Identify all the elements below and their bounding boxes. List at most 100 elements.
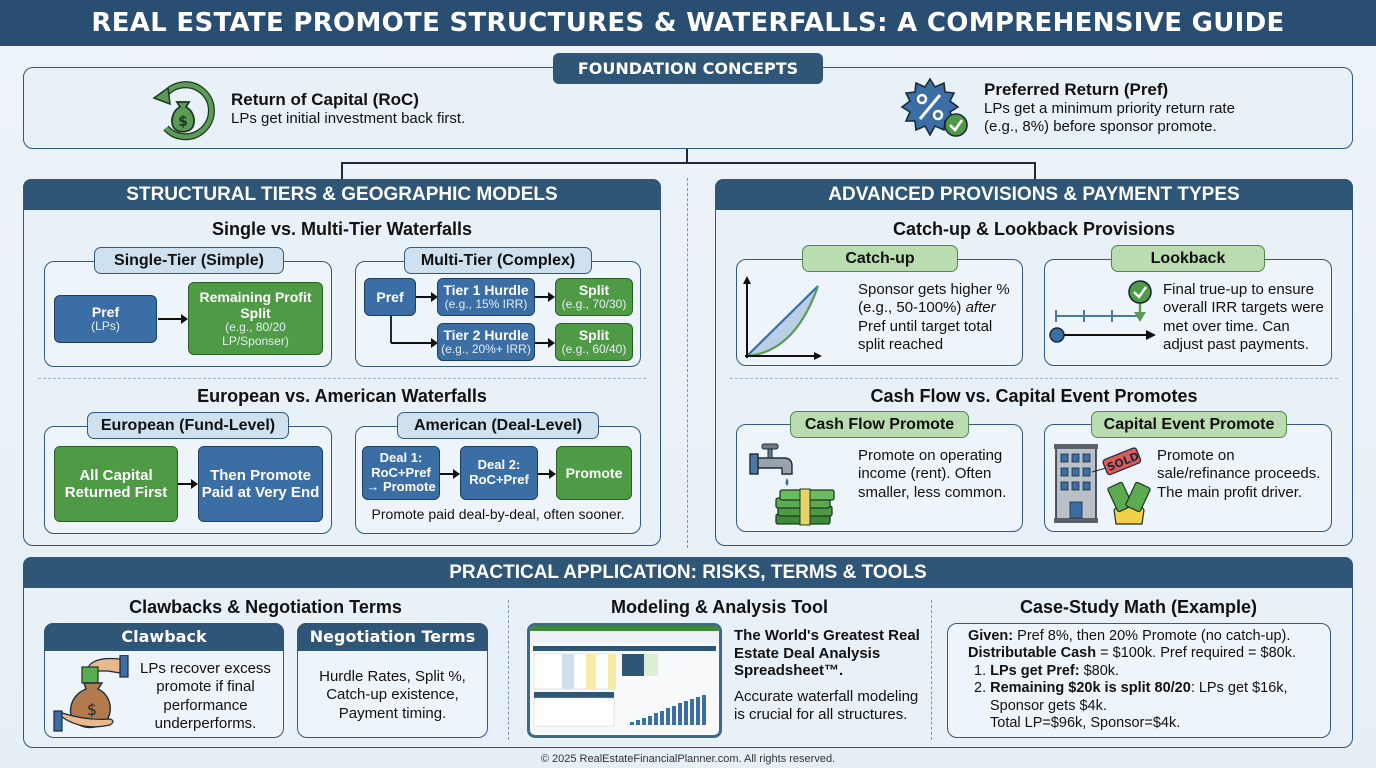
american-promote-box: Promote [556, 446, 632, 500]
pref-icon [900, 77, 972, 141]
case-study-title: Case-Study Math (Example) [1019, 597, 1258, 617]
case-step2: 2. Remaining $20k is split 80/20: LPs ge… [968, 680, 1328, 697]
case-study-body: Given: Pref 8%, then 20% Promote (no cat… [968, 628, 1328, 732]
connector-line [341, 162, 1035, 164]
clawback-label: Clawback [44, 623, 284, 651]
split2-sub: (e.g., 60/40) [561, 342, 627, 357]
tier2-hurdle-box: Tier 2 Hurdle (e.g., 20%+ IRR) [437, 323, 535, 361]
american-note: Promote paid deal-by-deal, often sooner. [371, 506, 625, 522]
faucet-cash-icon [748, 440, 838, 526]
case-study-card [947, 623, 1331, 738]
case-cash: Distributable Cash = $100k. Pref require… [968, 645, 1328, 662]
catchup-text-2: (e.g., 50-100%) after [858, 299, 1018, 317]
european-box-1-line2: Returned First [64, 484, 168, 501]
multi-pref-box: Pref [364, 278, 416, 316]
clawbacks-title: Clawbacks & Negotiation Terms [129, 597, 402, 617]
european-box-2: Then Promote Paid at Very End [198, 446, 323, 522]
capital-event-text: Promote on sale/refinance proceeds. The … [1157, 447, 1321, 501]
building-sold-icon: SOLD [1052, 440, 1152, 526]
european-box-2-line2: Paid at Very End [201, 484, 320, 501]
split1-sub: (e.g., 70/30) [561, 297, 627, 312]
catchup-curve-chart-icon [740, 274, 822, 362]
catchup-card [736, 259, 1023, 366]
case-total: Total LP=$96k, Sponsor=$4k. [990, 714, 1181, 731]
roc-title: Return of Capital (RoC) [231, 90, 419, 109]
section-divider [730, 378, 1338, 379]
tier2-title: Tier 2 Hurdle [443, 327, 529, 344]
european-box-2-line1: Then Promote [210, 466, 311, 484]
single-tier-label: Single-Tier (Simple) [94, 247, 284, 274]
deal2-line1: Deal 2: [477, 457, 521, 473]
hand-money-bag-icon: $ [52, 654, 132, 733]
svg-text:$: $ [178, 114, 188, 130]
provisions-title: Catch-up & Lookback Provisions [892, 219, 1176, 239]
modeling-title: Modeling & Analysis Tool [610, 597, 828, 617]
lookback-label: Lookback [1111, 245, 1265, 272]
arrow [538, 469, 556, 479]
multi-pref-title: Pref [376, 288, 404, 305]
page-title: REAL ESTATE PROMOTE STRUCTURES & WATERFA… [0, 0, 1376, 46]
catchup-text-4: split reached [858, 335, 944, 353]
catchup-text-2a: (e.g., 50-100%) [858, 299, 966, 317]
case-given-label: Given: [968, 628, 1014, 644]
cashflow-text: Promote on operating income (rent). Ofte… [858, 447, 1007, 501]
column-divider [931, 600, 932, 740]
case-step1: 1. LPs get Pref: $80k. [968, 663, 1328, 680]
geo-title: European vs. American Waterfalls [197, 386, 487, 406]
catchup-label: Catch-up [802, 245, 958, 272]
arrow [178, 479, 198, 489]
negotiation-label: Negotiation Terms [297, 623, 488, 651]
multi-tier-label: Multi-Tier (Complex) [404, 247, 592, 274]
case-step2-label: Remaining $20k is split 80/20 [990, 680, 1191, 697]
case-step1-label: LPs get Pref: [990, 662, 1080, 679]
deal2-box: Deal 2: RoC+Pref [460, 446, 538, 500]
american-label: American (Deal-Level) [397, 412, 599, 439]
connector-line [686, 149, 688, 163]
catchup-text-1: Sponsor gets higher % [858, 281, 1010, 298]
clawback-text: LPs recover excess promote if final perf… [140, 660, 271, 732]
section-divider [38, 378, 646, 379]
case-given: Given: Pref 8%, then 20% Promote (no cat… [968, 628, 1328, 645]
case-cash-label: Distributable Cash [968, 645, 1097, 662]
deal1-box: Deal 1: RoC+Pref → Promote [362, 446, 440, 500]
timeline-check-icon [1048, 278, 1158, 348]
case-step2-num: 2. [974, 680, 987, 697]
catchup-text-2b: after [965, 299, 996, 317]
practical-header: PRACTICAL APPLICATION: RISKS, TERMS & TO… [23, 557, 1353, 588]
tier1-title: Tier 1 Hurdle [443, 282, 529, 299]
roc-desc: LPs get initial investment back first. [231, 110, 466, 127]
arrow [391, 338, 438, 348]
catchup-text: Sponsor gets higher % (e.g., 50-100%) af… [858, 281, 1018, 354]
center-divider [687, 178, 688, 548]
spreadsheet-screenshot [527, 623, 722, 738]
pref-desc-line2: (e.g., 8%) before sponsor promote. [984, 118, 1217, 135]
european-label: European (Fund-Level) [87, 412, 289, 439]
tiers-title: Single vs. Multi-Tier Waterfalls [211, 219, 473, 239]
deal1-line2: RoC+Pref [371, 464, 431, 480]
single-split-title-2: Split [240, 304, 271, 321]
deal2-line2: RoC+Pref [469, 472, 529, 487]
connector-line [390, 316, 392, 343]
case-given-text: Pref 8%, then 20% Promote (no catch-up). [1013, 628, 1291, 644]
single-pref-box: Pref (LPs) [54, 295, 157, 343]
arrow [535, 338, 555, 348]
single-pref-title: Pref [91, 304, 120, 321]
deal1-line1: Deal 1: [379, 449, 423, 465]
foundation-label: FOUNDATION CONCEPTS [553, 53, 823, 84]
product-name: The World's Greatest Real Estate Deal An… [734, 627, 920, 680]
case-cash-text: = $100k. Pref required = $80k. [1096, 645, 1297, 662]
single-split-sub-2: LP/Sponser) [222, 333, 289, 348]
arrow [416, 292, 438, 302]
case-step2-cont: Sponsor gets $4k. [990, 697, 1107, 714]
capital-event-label: Capital Event Promote [1091, 411, 1287, 438]
pref-title: Preferred Return (Pref) [984, 80, 1169, 99]
case-step2-text: : LPs get $16k, [1190, 680, 1288, 697]
arrow [535, 292, 555, 302]
promotes-title: Cash Flow vs. Capital Event Promotes [870, 386, 1198, 406]
single-split-sub-1: (e.g., 80/20 [225, 319, 286, 334]
column-divider [508, 600, 509, 740]
connector-line [1034, 162, 1036, 180]
modeling-text: Accurate waterfall modeling is crucial f… [734, 688, 919, 724]
advanced-header: ADVANCED PROVISIONS & PAYMENT TYPES [715, 179, 1353, 210]
arrow [158, 314, 188, 324]
